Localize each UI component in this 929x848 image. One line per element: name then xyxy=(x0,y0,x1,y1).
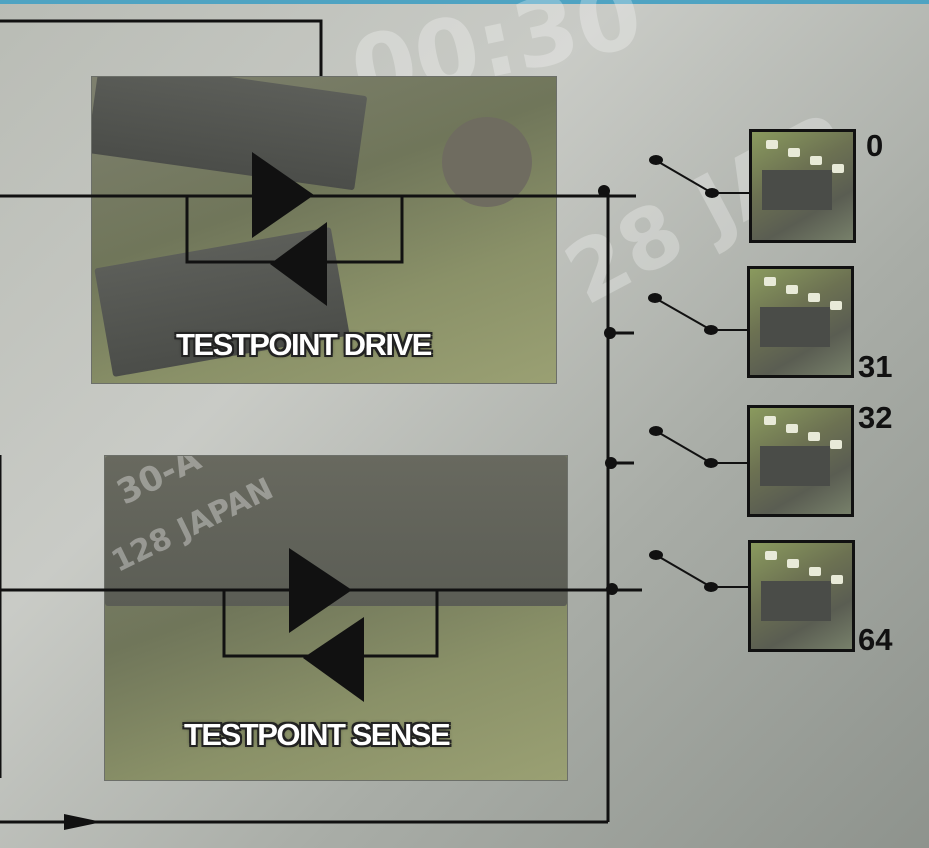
testpoint-drive-label: TESTPOINT DRIVE xyxy=(176,327,431,363)
switch-arm xyxy=(656,431,711,463)
channel-label-64: 64 xyxy=(858,622,892,658)
drive-feed-wire xyxy=(0,21,321,76)
switch-contact xyxy=(650,427,662,435)
testpoint-sense-label: TESTPOINT SENSE xyxy=(184,717,449,753)
return-arrow xyxy=(64,814,102,830)
sense-reverse-buffer xyxy=(303,617,364,702)
switch-contact xyxy=(649,294,661,302)
switch-arm xyxy=(656,555,711,587)
bus-junction xyxy=(606,583,618,595)
switch-contact xyxy=(650,156,662,164)
drive-reverse-buffer xyxy=(270,222,327,306)
channel-label-32: 32 xyxy=(858,400,892,436)
switch-arm xyxy=(657,161,712,193)
bus-junction xyxy=(605,457,617,469)
bus-junction xyxy=(598,185,610,197)
switch-contact xyxy=(650,551,662,559)
sense-forward-buffer xyxy=(289,548,352,633)
channel-label-0: 0 xyxy=(866,128,883,164)
bus-junction xyxy=(604,327,616,339)
channel-label-31: 31 xyxy=(858,349,892,385)
switch-arm xyxy=(655,298,711,330)
drive-forward-buffer xyxy=(252,152,314,238)
